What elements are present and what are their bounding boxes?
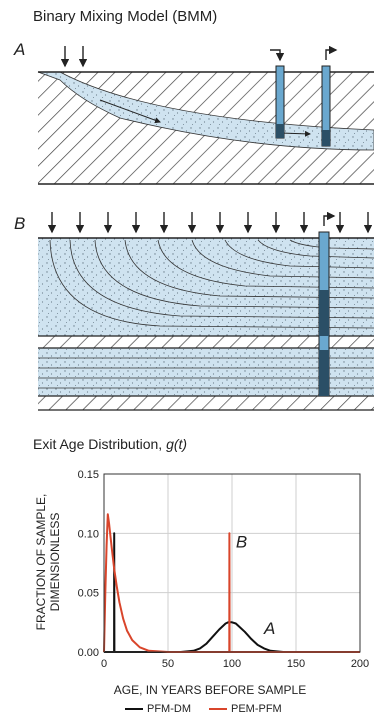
discharge-arrow (323, 211, 336, 226)
x-tick-label: 100 (223, 658, 241, 670)
diagram-title: Binary Mixing Model (BMM) (33, 8, 218, 25)
legend-item-pem-pfm: PEM-PFM (209, 703, 282, 715)
well-screen (322, 130, 330, 146)
x-tick-label: 200 (351, 658, 369, 670)
discharge-arrow (325, 45, 338, 60)
well-screen (319, 290, 329, 336)
panel-a-diagram (37, 45, 374, 185)
flow-lines (38, 239, 374, 389)
legend-swatch (209, 708, 227, 710)
base-confining-layer (38, 396, 374, 410)
annotation-label: B (236, 533, 247, 552)
legend-label: PEM-PFM (231, 703, 282, 715)
flow-arrow (279, 130, 311, 137)
legend-item-pfm-dm: PFM-DM (125, 703, 191, 715)
y-tick-label: 0.15 (78, 469, 99, 481)
chart-legend: PFM-DM PEM-PFM (125, 703, 282, 715)
chart-title: Exit Age Distribution, g(t) (33, 436, 188, 452)
annotation-label: A (263, 619, 275, 638)
well-screen (319, 350, 329, 396)
x-tick-label: 150 (287, 658, 305, 670)
recharge-arrows (47, 212, 373, 234)
legend-label: PFM-DM (147, 703, 191, 715)
x-tick-label: 0 (101, 658, 107, 670)
x-tick-label: 50 (162, 658, 174, 670)
discharge-arrow (270, 49, 285, 62)
aquifer-flowpath-a (37, 71, 374, 151)
chart-xlabel: AGE, IN YEARS BEFORE SAMPLE (113, 683, 307, 697)
panel-b-diagram (38, 211, 374, 411)
panel-a-label: A (14, 40, 26, 59)
y-tick-label: 0.00 (78, 647, 99, 659)
flow-arrow (99, 99, 161, 124)
legend-swatch (125, 708, 143, 710)
confining-layer (38, 336, 374, 348)
well-screen (276, 124, 284, 138)
y-tick-label: 0.05 (78, 588, 99, 600)
series-line-pem-pfm (103, 513, 360, 653)
y-tick-label: 0.10 (78, 528, 99, 540)
chart-frame (103, 473, 361, 653)
panel-b-label: B (14, 214, 26, 233)
